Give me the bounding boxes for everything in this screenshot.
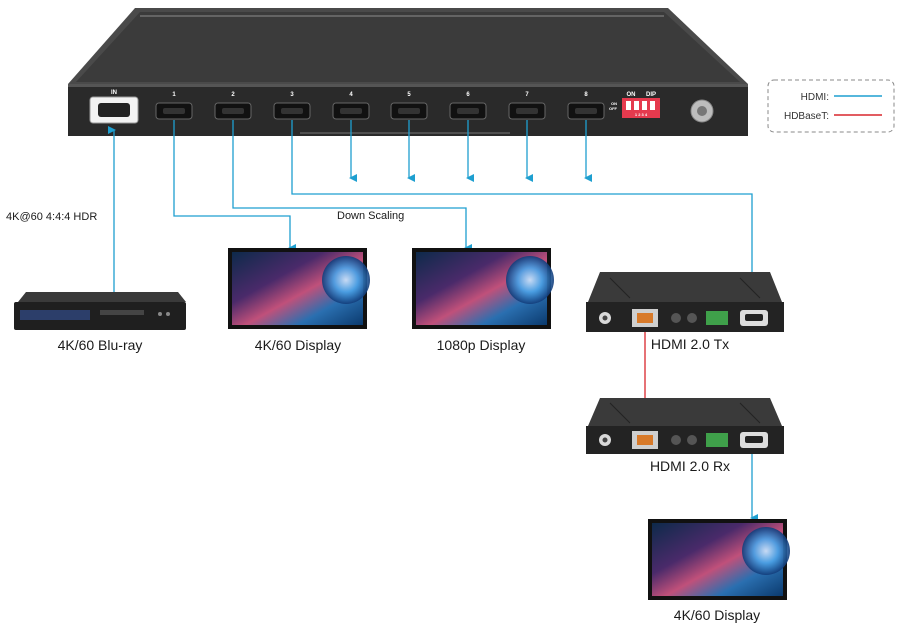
- output-port-4: 4: [332, 92, 370, 120]
- output-label-8: 8: [584, 92, 588, 98]
- transmitter-label: HDMI 2.0 Tx: [651, 336, 729, 352]
- output-label-3: 3: [290, 92, 294, 98]
- output-port-5: 5: [390, 92, 428, 120]
- power-jack: [690, 99, 714, 123]
- hdmi-connections: [108, 120, 758, 522]
- output-label-7: 7: [525, 92, 529, 98]
- bluray-label: 4K/60 Blu-ray: [58, 337, 143, 353]
- output-port-7: 7: [508, 92, 546, 120]
- display-3: [648, 519, 790, 600]
- input-label: IN: [111, 90, 117, 96]
- output-label-2: 2: [231, 92, 235, 98]
- hdmi-transmitter: [586, 272, 784, 332]
- out2-to-display2-line: [232, 120, 472, 252]
- output-label-4: 4: [349, 92, 353, 98]
- receiver-label: HDMI 2.0 Rx: [650, 458, 730, 474]
- legend: HDMI: HDBaseT:: [767, 79, 895, 133]
- dip-side-off: OFF: [609, 106, 618, 111]
- output-port-2: 2: [214, 92, 252, 120]
- display-2: [412, 248, 554, 329]
- output-label-6: 6: [466, 92, 470, 98]
- source-signal-label: 4K@60 4:4:4 HDR: [6, 211, 97, 223]
- display-3-label: 4K/60 Display: [674, 607, 760, 623]
- output-label-5: 5: [407, 92, 411, 98]
- output-port-3: 3: [273, 92, 311, 120]
- output-port-8: 8: [567, 92, 605, 120]
- hdmi-receiver: [586, 398, 784, 454]
- output-port-1: 1: [155, 92, 193, 120]
- display-1-label: 4K/60 Display: [255, 337, 341, 353]
- output-label-1: 1: [172, 92, 176, 98]
- dip-numbers: 1 2 3 4: [635, 112, 648, 117]
- display-1: [228, 248, 370, 329]
- legend-hdmi-label: HDMI:: [801, 92, 829, 103]
- out3-to-tx-line: [291, 120, 758, 308]
- dip-dip-label: DIP: [646, 92, 656, 98]
- dip-switch: ON DIP ON OFF 1 2 3 4: [609, 92, 660, 118]
- dip-side-on: ON: [611, 101, 617, 106]
- input-port: IN: [89, 90, 139, 124]
- output-port-6: 6: [449, 92, 487, 120]
- legend-hdbaset-label: HDBaseT:: [784, 111, 829, 122]
- dip-on-label: ON: [627, 92, 636, 98]
- hdmi-splitter: IN 1 2 3 4 5 6: [68, 8, 748, 136]
- down-scaling-label: Down Scaling: [337, 210, 404, 222]
- bluray-player: [14, 292, 186, 330]
- display-2-label: 1080p Display: [437, 337, 526, 353]
- out1-to-display1-line: [173, 120, 296, 252]
